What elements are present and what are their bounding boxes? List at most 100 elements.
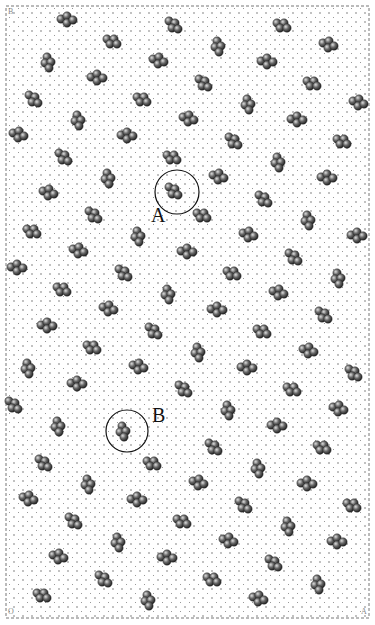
atom-cluster [203, 573, 221, 586]
atom-clusters [5, 12, 368, 610]
atom-sphere [354, 373, 362, 381]
site-label: B [152, 405, 165, 425]
atom-sphere [233, 272, 241, 280]
atom-cluster [87, 70, 107, 85]
atom-sphere [14, 405, 22, 413]
atom-sphere [160, 58, 168, 66]
atom-cluster [157, 550, 177, 565]
atom-cluster [99, 301, 118, 316]
atom-cluster [253, 325, 271, 338]
atom-sphere [154, 331, 162, 339]
axis-corner-label: O [8, 608, 14, 616]
atom-cluster [269, 285, 288, 300]
atom-sphere [280, 290, 288, 298]
atom-cluster [249, 591, 268, 606]
atom-sphere [323, 446, 331, 454]
atom-cluster [69, 243, 88, 258]
atom-sphere [135, 238, 143, 246]
atom-sphere [110, 306, 118, 314]
atom-cluster [223, 267, 241, 280]
atom-sphere [104, 579, 112, 587]
atom-sphere [115, 544, 123, 552]
atom-cluster [303, 77, 321, 90]
atom-sphere [74, 521, 82, 529]
atom-cluster [85, 207, 102, 223]
atom-sphere [183, 520, 191, 528]
atom-cluster [33, 589, 51, 602]
atom-cluster [301, 211, 315, 230]
atom-cluster [145, 323, 162, 339]
atom-sphere [360, 100, 368, 108]
atom-cluster [173, 515, 191, 528]
atom-sphere [305, 222, 313, 230]
atom-cluster [39, 185, 58, 200]
atom-sphere [283, 24, 291, 32]
atom-cluster [239, 227, 258, 242]
atom-cluster [297, 476, 317, 491]
atom-cluster [35, 455, 52, 471]
atom-cluster [115, 265, 132, 281]
atom-sphere [214, 447, 222, 455]
atom-sphere [143, 98, 151, 106]
atom-sphere [50, 190, 58, 198]
atom-cluster [207, 302, 227, 317]
atom-cluster [141, 591, 155, 610]
atom-cluster [211, 37, 225, 56]
atom-sphere [275, 164, 283, 172]
atom-cluster [81, 475, 95, 494]
atom-cluster [111, 533, 125, 552]
atom-sphere [60, 554, 68, 562]
atom-sphere [34, 99, 42, 107]
atom-sphere [353, 504, 361, 512]
atom-cluster [53, 283, 71, 296]
atom-cluster [117, 128, 137, 143]
atom-sphere [195, 354, 203, 362]
atom-cluster [25, 91, 42, 107]
atom-cluster [37, 318, 57, 333]
atom-cluster [129, 359, 148, 374]
atom-sphere [234, 141, 242, 149]
atom-cluster [9, 127, 28, 142]
atom-sphere [329, 174, 337, 182]
atom-cluster [95, 571, 112, 587]
atom-sphere [250, 232, 258, 240]
atom-cluster [299, 343, 318, 358]
atom-cluster [163, 151, 181, 164]
atom-sphere [129, 132, 137, 140]
atom-sphere [113, 40, 121, 48]
atom-sphere [140, 364, 148, 372]
cell-border [6, 6, 369, 618]
atom-cluster [257, 54, 277, 69]
atom-sphere [200, 480, 208, 488]
atom-sphere [105, 180, 113, 188]
atom-cluster [225, 133, 242, 149]
atom-cluster [255, 191, 272, 207]
atom-sphere [213, 578, 221, 586]
atom-cluster [285, 249, 302, 265]
atom-sphere [335, 280, 343, 288]
atom-cluster [5, 397, 22, 413]
atom-sphere [285, 528, 293, 536]
atom-sphere [263, 330, 271, 338]
atom-cluster [191, 343, 205, 362]
axis-corner-label: B [8, 8, 13, 16]
atom-cluster [49, 549, 68, 564]
atom-sphere [230, 538, 238, 546]
atom-cluster [273, 19, 291, 32]
atom-sphere [215, 48, 223, 56]
atom-cluster [21, 359, 35, 378]
atom-sphere [255, 470, 263, 478]
atom-sphere [33, 230, 41, 238]
atom-cluster [237, 360, 257, 375]
atom-sphere [310, 348, 318, 356]
atom-cluster [241, 95, 255, 114]
atom-sphere [79, 380, 87, 388]
atom-cluster [265, 555, 282, 571]
atom-cluster [127, 492, 147, 507]
atom-sphere [174, 191, 182, 199]
atom-sphere [55, 428, 63, 436]
atom-cluster [319, 37, 338, 52]
atom-cluster [71, 111, 85, 130]
